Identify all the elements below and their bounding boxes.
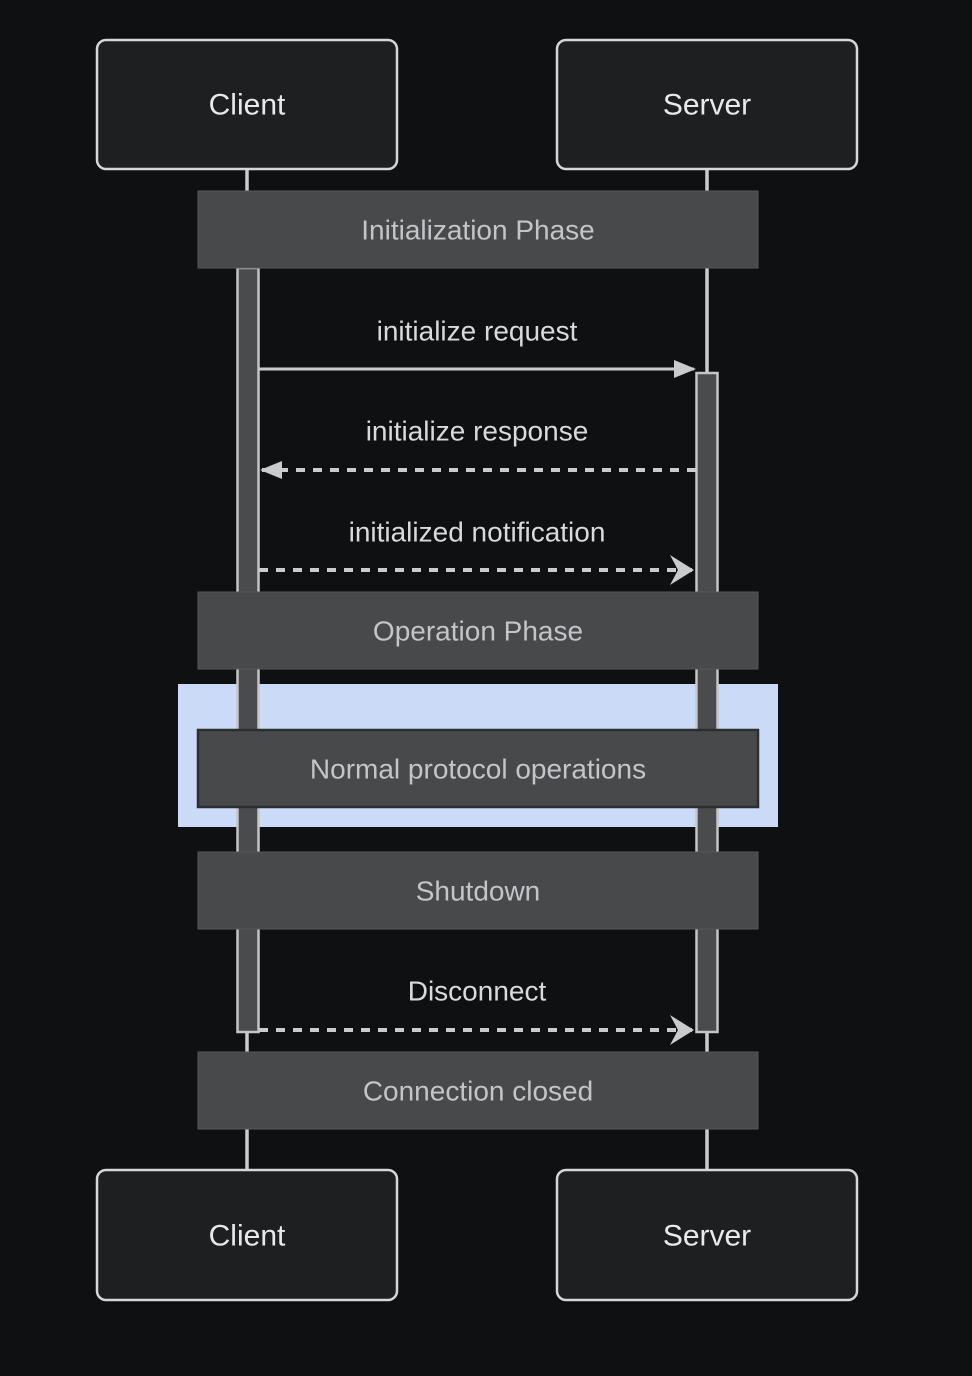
actor-box — [555, 1168, 859, 1302]
actor-box — [95, 38, 399, 171]
message-label: initialize request — [377, 316, 578, 347]
divider-connection-closed: Connection closed — [197, 1051, 759, 1130]
divider-label: Initialization Phase — [361, 215, 594, 246]
actor-client-top: Client — [95, 38, 399, 171]
actor-server-top: Server — [555, 38, 859, 171]
actor-box — [95, 1168, 399, 1302]
divider-operation-phase: Operation Phase — [197, 591, 759, 670]
actor-client-bottom: Client — [95, 1168, 399, 1302]
actor-label: Server — [663, 89, 751, 122]
divider-label: Connection closed — [363, 1076, 593, 1107]
divider-initialization-phase: Initialization Phase — [197, 190, 759, 269]
message-label: Disconnect — [408, 976, 547, 1007]
message-initialize-response: initialize response — [260, 416, 696, 479]
actor-server-bottom: Server — [555, 1168, 859, 1302]
message-initialize-request: initialize request — [259, 316, 696, 378]
divider-label: Operation Phase — [373, 616, 583, 647]
note-normal-protocol-operations: Normal protocol operations — [196, 728, 760, 809]
note-box — [196, 728, 760, 809]
server-activation-bar — [695, 371, 719, 1034]
message-label: initialized notification — [349, 517, 606, 548]
message-label: initialize response — [366, 416, 589, 447]
actor-box — [555, 38, 859, 171]
note-label: Normal protocol operations — [310, 754, 646, 785]
divider-box — [197, 190, 759, 269]
divider-label: Shutdown — [416, 876, 541, 907]
message-initialized-notification: initialized notification — [259, 517, 694, 585]
divider-box — [197, 1051, 759, 1130]
actor-label: Client — [209, 89, 286, 122]
actor-label: Server — [663, 1220, 751, 1253]
divider-shutdown: Shutdown — [197, 851, 759, 930]
message-disconnect: Disconnect — [259, 976, 694, 1045]
actor-label: Client — [209, 1220, 286, 1253]
divider-box — [197, 851, 759, 930]
divider-box — [197, 591, 759, 670]
